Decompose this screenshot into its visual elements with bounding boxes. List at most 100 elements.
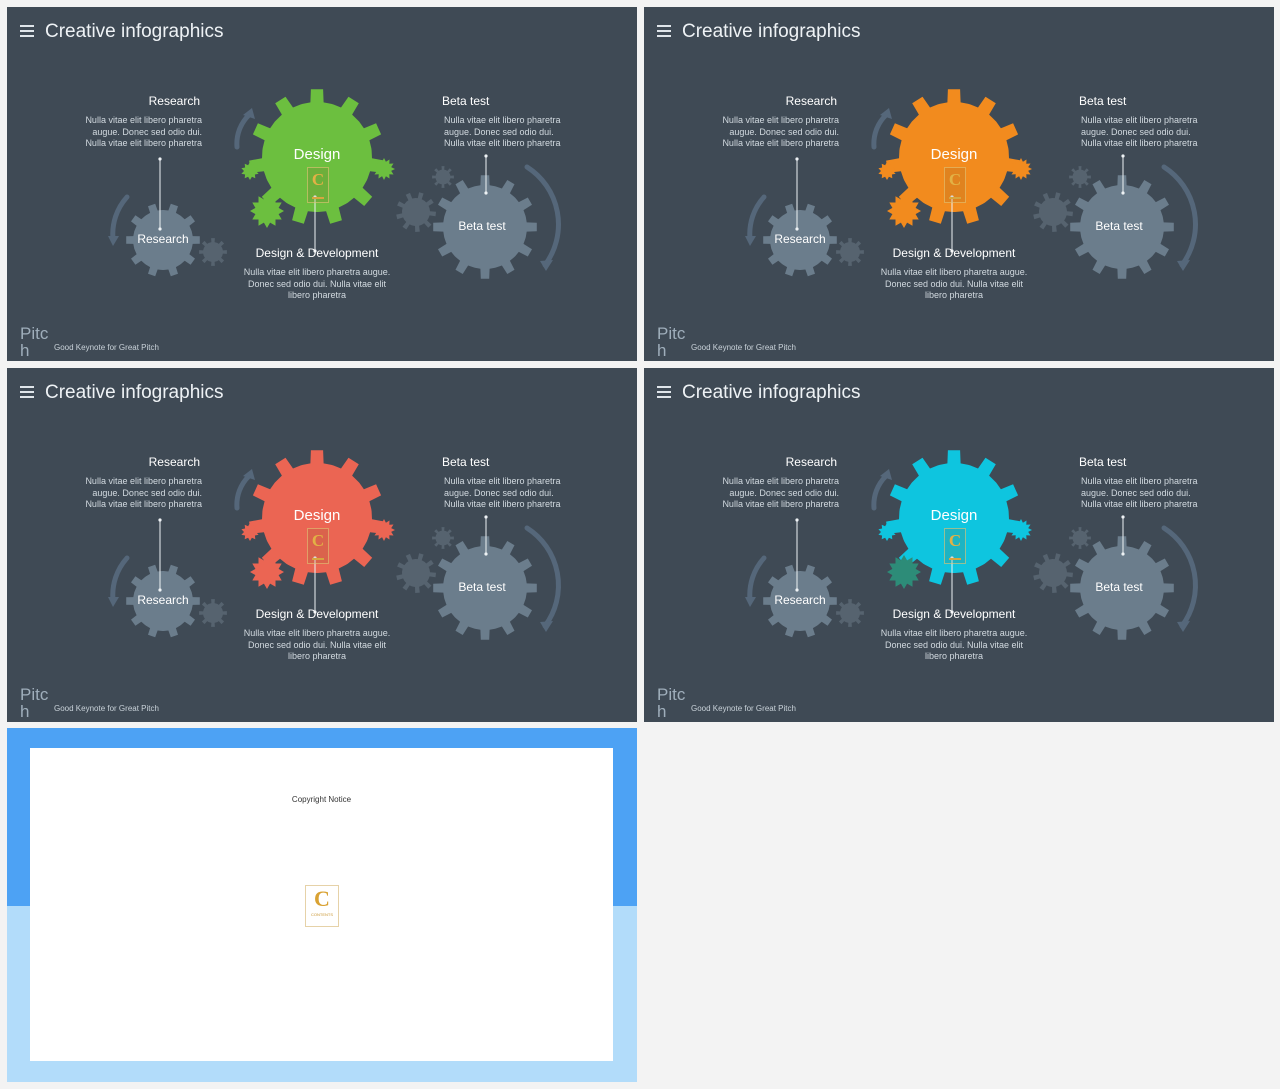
logo-bar	[949, 558, 961, 560]
connector-dot	[950, 610, 954, 614]
brand-wordmark: Pitch	[20, 685, 49, 721]
design-description: Nulla vitae elit libero pharetra augue. …	[243, 628, 391, 661]
small-gear-icon	[1033, 192, 1073, 232]
accent-sprocket-icon	[1010, 519, 1032, 541]
connector-dot	[1121, 515, 1125, 519]
arrow-top	[234, 473, 252, 511]
design-heading: Design & Development	[255, 246, 379, 260]
logo-bar	[949, 197, 961, 199]
small-gear-icon	[199, 238, 227, 266]
accent-sprocket-icon	[241, 162, 259, 180]
design-heading: Design & Development	[255, 607, 379, 621]
connector-dot	[313, 610, 317, 614]
research-heading: Research	[785, 94, 837, 108]
gear-diagram	[745, 89, 1198, 279]
accent-sprocket-icon	[241, 523, 259, 541]
menu-icon[interactable]	[657, 386, 671, 398]
design-gear-label: Design	[930, 146, 978, 163]
beta-gear-icon	[433, 175, 537, 279]
research-gear-icon	[763, 564, 837, 638]
research-description: Nulla vitae elit libero pharetra augue. …	[85, 115, 202, 148]
accent-sprocket-icon	[1010, 158, 1032, 180]
connector-dot	[484, 154, 488, 158]
research-gear-label: Research	[137, 232, 189, 246]
connector-dot	[795, 588, 799, 592]
design-description: Nulla vitae elit libero pharetra augue. …	[243, 267, 391, 300]
brand-wordmark: Pitch	[657, 685, 686, 721]
small-gear-icon	[1033, 553, 1073, 593]
menu-icon[interactable]	[20, 386, 34, 398]
footer-tagline: Good Keynote for Great Pitch	[54, 704, 159, 713]
arrow-top	[234, 112, 252, 150]
logo-letter: C	[311, 531, 325, 550]
connector-dot	[313, 249, 317, 253]
research-heading: Research	[148, 94, 200, 108]
logo-letter: C	[948, 531, 962, 550]
contents-logo-icon: C	[944, 528, 966, 564]
arrow-right	[1161, 164, 1198, 268]
beta-heading: Beta test	[1079, 94, 1127, 108]
contents-logo-icon: C	[307, 528, 329, 564]
beta-gear-label: Beta test	[458, 219, 506, 233]
arrowhead-right	[540, 621, 553, 632]
arrowhead-right	[1177, 621, 1190, 632]
connector-dot	[1121, 191, 1125, 195]
research-description: Nulla vitae elit libero pharetra augue. …	[85, 476, 202, 509]
arrow-left	[110, 194, 130, 242]
accent-sprocket-icon	[878, 162, 896, 180]
logo-letter: C	[948, 170, 962, 189]
beta-gear-icon	[1070, 175, 1174, 279]
research-heading: Research	[785, 455, 837, 469]
accent-sprocket-icon	[887, 555, 921, 589]
gear-diagram	[745, 450, 1198, 640]
copyright-card: Copyright Notice C CONTENTS	[30, 748, 613, 1061]
slide-title: Creative infographics	[45, 382, 224, 403]
small-gear-icon	[396, 192, 436, 232]
connector-dot	[484, 552, 488, 556]
beta-heading: Beta test	[442, 455, 490, 469]
logo-bar	[312, 197, 324, 199]
connector-dot	[795, 157, 799, 161]
arrowhead-right	[1177, 260, 1190, 271]
research-gear-icon	[763, 203, 837, 277]
contents-logo: C CONTENTS	[305, 885, 339, 927]
arrow-right	[1161, 525, 1198, 629]
research-gear-label: Research	[774, 232, 826, 246]
small-gear-icon	[1069, 166, 1091, 188]
beta-heading: Beta test	[1079, 455, 1127, 469]
accent-sprocket-icon	[250, 555, 284, 589]
research-gear-icon	[126, 203, 200, 277]
arrowhead-top	[880, 469, 892, 480]
design-heading: Design & Development	[892, 246, 1016, 260]
contents-logo-icon: C	[307, 167, 329, 203]
beta-gear-label: Beta test	[1095, 580, 1143, 594]
logo-letter: C	[311, 170, 325, 189]
design-gear-icon	[249, 450, 385, 585]
menu-icon[interactable]	[657, 25, 671, 37]
connector-dot	[484, 515, 488, 519]
arrow-top	[871, 473, 889, 511]
arrowhead-left	[745, 597, 756, 607]
arrow-top	[871, 112, 889, 150]
beta-heading: Beta test	[442, 94, 490, 108]
small-gear-icon	[432, 527, 454, 549]
design-gear-icon	[249, 89, 385, 224]
beta-description: Nulla vitae elit libero pharetra augue. …	[444, 115, 561, 148]
arrow-right	[524, 525, 561, 629]
connector-dot	[158, 518, 162, 522]
design-description: Nulla vitae elit libero pharetra augue. …	[880, 628, 1028, 661]
arrowhead-top	[243, 469, 255, 480]
gear-diagram	[108, 89, 561, 279]
footer-tagline: Good Keynote for Great Pitch	[54, 343, 159, 352]
connector-dot	[158, 157, 162, 161]
arrowhead-right	[540, 260, 553, 271]
arrow-right	[524, 164, 561, 268]
slide-title: Creative infographics	[682, 21, 861, 42]
accent-sprocket-icon	[373, 158, 395, 180]
menu-icon[interactable]	[20, 25, 34, 37]
small-gear-icon	[836, 599, 864, 627]
